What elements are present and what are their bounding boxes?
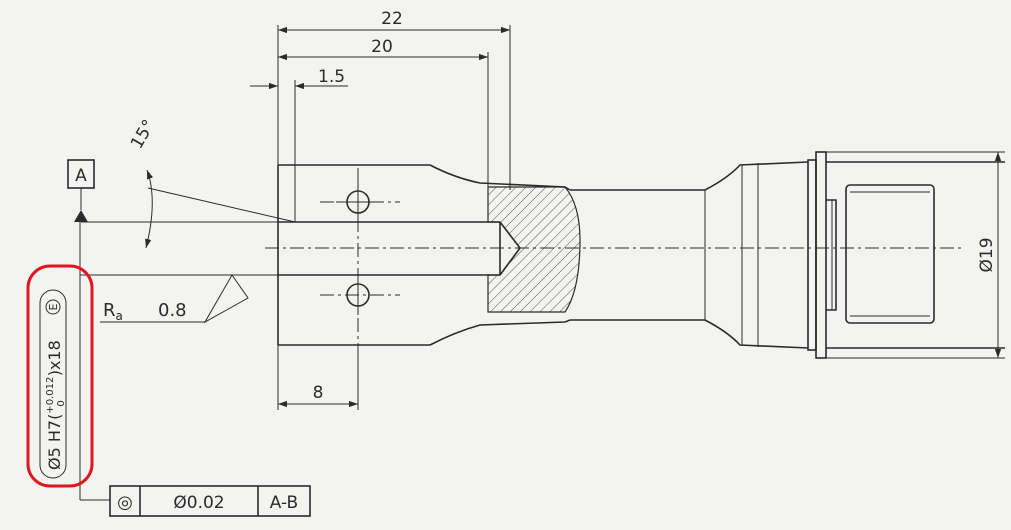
angle-leg	[147, 187, 296, 223]
extension-lines	[277, 25, 1005, 410]
highlight-ring	[26, 264, 94, 488]
fcf-tolerance: Ø0.02	[173, 493, 224, 513]
roughness-subscript: a	[116, 309, 123, 323]
bore-spec-suffix: )x18	[45, 340, 64, 376]
dim-1-5-label: 1.5	[318, 67, 345, 87]
bore-spec-prefix: Ø5 H7(	[45, 414, 64, 470]
dim-22-label: 22	[381, 9, 403, 29]
roughness-r-symbol: R	[103, 300, 116, 321]
dim-19-label: Ø19	[977, 237, 997, 272]
angle-label: 15°	[127, 116, 159, 152]
cross-hole-lower	[320, 275, 400, 315]
bore-spec-upper-tol: +0.012	[45, 377, 56, 414]
bore-spec-lower-tol: 0	[56, 400, 67, 406]
roughness-symbol	[100, 274, 249, 324]
angle-arc	[145, 169, 154, 249]
roughness-value: 0.8	[158, 300, 187, 321]
part-outline	[277, 151, 1005, 359]
envelope-modifier-circle	[45, 299, 61, 315]
feature-control-frame	[109, 485, 311, 517]
hatched-section	[487, 186, 581, 313]
datum-triangle	[74, 210, 88, 222]
fcf-datum-ref: A-B	[270, 493, 298, 513]
concentricity-symbol: ◎	[117, 492, 133, 513]
envelope-modifier-label: E	[47, 303, 60, 310]
dim-8-label: 8	[313, 383, 324, 403]
cross-hole-upper	[320, 182, 400, 222]
bore-spec-text: Ø5 H7(+0.0120 )x18	[45, 340, 67, 470]
datum-label: A	[75, 166, 87, 186]
roughness-r: Ra	[103, 300, 123, 323]
dim-20-label: 20	[371, 37, 393, 57]
bore-spec-frame	[39, 289, 67, 479]
